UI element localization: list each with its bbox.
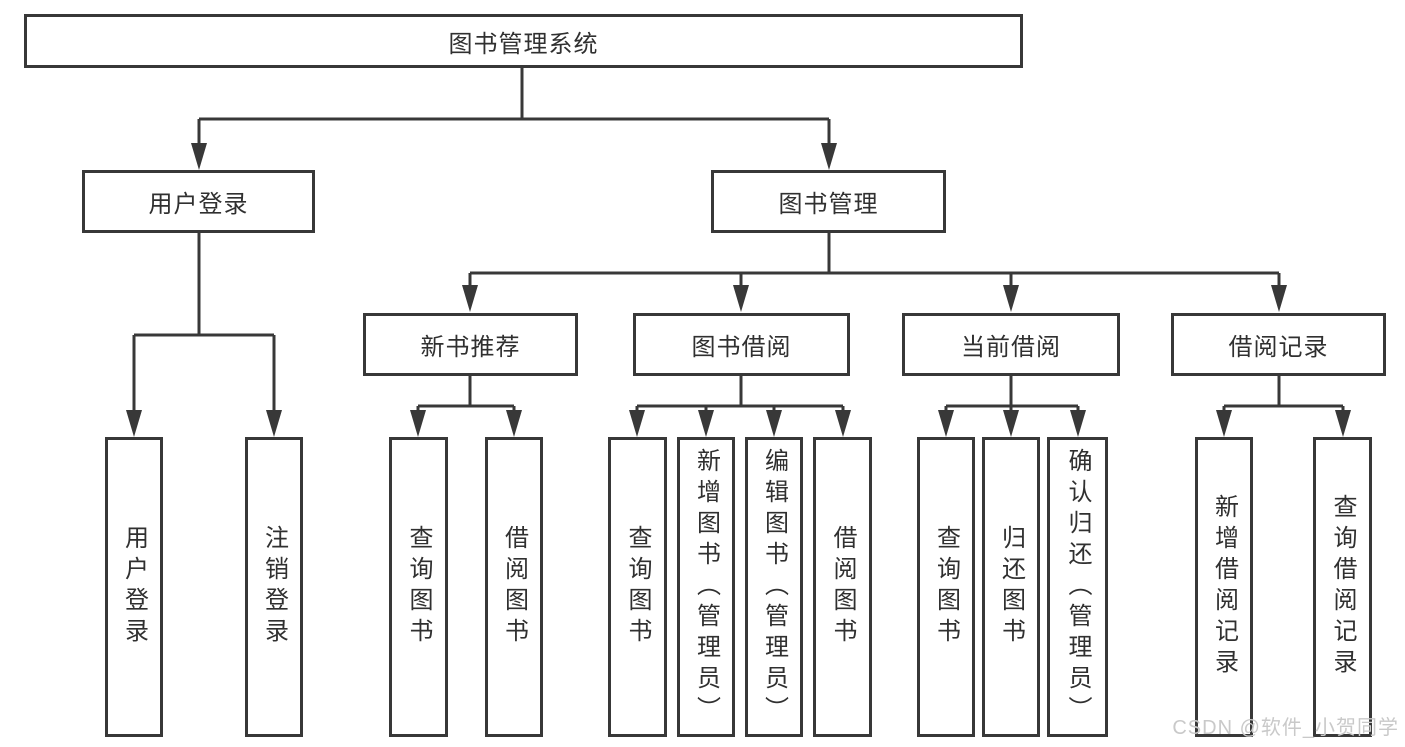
csdn-watermark: CSDN @软件_小贺同学 bbox=[1172, 717, 1399, 739]
leaf-query-borrow-record: 查询借阅记录 bbox=[1313, 437, 1372, 737]
leaf-query-books-recommend: 查询图书 bbox=[389, 437, 448, 737]
leaf-return-books: 归还图书 bbox=[982, 437, 1040, 737]
leaf-user-login: 用户登录 bbox=[105, 437, 163, 737]
leaf-borrow-books-recommend: 借阅图书 bbox=[485, 437, 543, 737]
connector-paths bbox=[132, 67, 1345, 420]
leaf-confirm-return-admin: 确认归还（管理员） bbox=[1047, 437, 1108, 737]
node-library-system: 图书管理系统 bbox=[24, 14, 1023, 68]
node-book-borrow: 图书借阅 bbox=[633, 313, 850, 376]
leaf-add-borrow-record: 新增借阅记录 bbox=[1195, 437, 1253, 737]
node-book-management: 图书管理 bbox=[711, 170, 946, 233]
leaf-borrow-books: 借阅图书 bbox=[813, 437, 872, 737]
node-user-login: 用户登录 bbox=[82, 170, 315, 233]
leaf-logout: 注销登录 bbox=[245, 437, 303, 737]
leaf-query-books-borrow: 查询图书 bbox=[608, 437, 667, 737]
leaf-add-books-admin: 新增图书（管理员） bbox=[677, 437, 735, 737]
leaf-query-books-current: 查询图书 bbox=[917, 437, 975, 737]
leaf-edit-books-admin: 编辑图书（管理员） bbox=[745, 437, 803, 737]
node-current-borrow: 当前借阅 bbox=[902, 313, 1120, 376]
node-borrow-records: 借阅记录 bbox=[1171, 313, 1386, 376]
node-new-book-recommend: 新书推荐 bbox=[363, 313, 578, 376]
arrowheads bbox=[126, 143, 1351, 437]
